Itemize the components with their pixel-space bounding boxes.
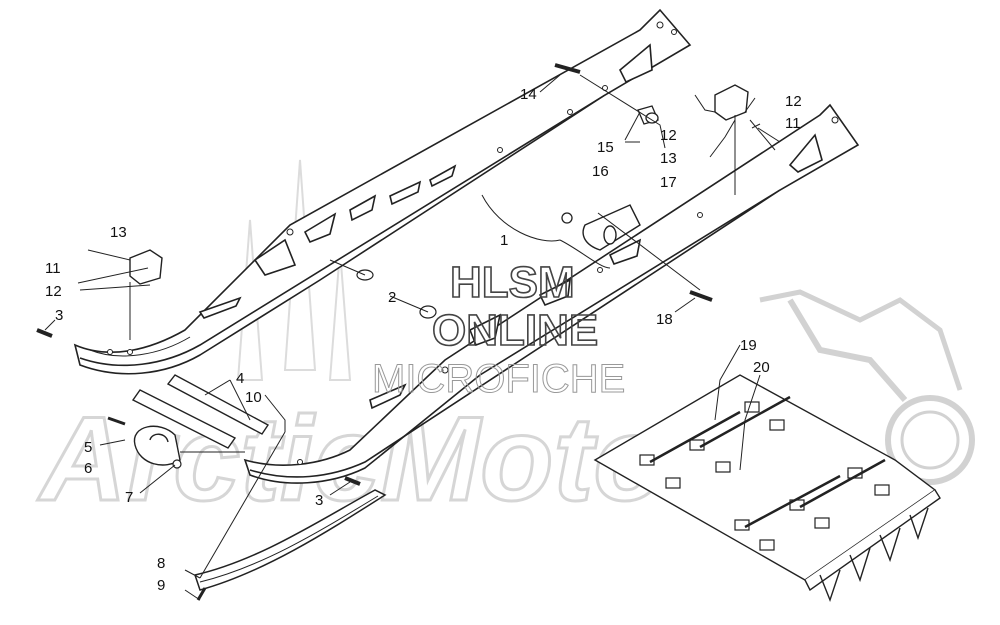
- callout-11-front: 11: [785, 115, 801, 132]
- track-studs-20: [639, 401, 890, 551]
- nut-16: [561, 212, 573, 224]
- leader-lines: [44, 74, 781, 601]
- callout-14: 14: [520, 86, 537, 103]
- bolt-14: [554, 63, 581, 74]
- bolt-18: [689, 290, 713, 302]
- callout-11-rear: 11: [45, 260, 61, 277]
- left-rail-holes: [107, 21, 677, 355]
- callout-12-rear: 12: [45, 283, 62, 300]
- callout-18: 18: [656, 311, 673, 328]
- callout-5: 5: [84, 439, 92, 456]
- callout-1: 1: [500, 232, 508, 249]
- brand-watermark: [759, 289, 975, 485]
- watermark-line2: ONLINE: [432, 306, 598, 355]
- bolt-5: [107, 416, 126, 426]
- bolt-3b: [344, 476, 361, 486]
- callout-4: 4: [236, 370, 244, 387]
- hyfax-slide: [194, 489, 387, 591]
- callout-12-mid: 12: [660, 127, 677, 144]
- callout-8: 8: [157, 555, 165, 572]
- callout-labels: 1 2 3 3 4 5 6 7 8 9 10 11 11 12 12 12 13…: [45, 86, 802, 594]
- callout-9: 9: [157, 577, 165, 594]
- callout-3-front: 3: [315, 492, 323, 509]
- right-slide-rail: [243, 103, 860, 484]
- nut-7: [172, 459, 182, 469]
- mount-bracket-17: [582, 204, 641, 251]
- callout-3-rear: 3: [55, 307, 63, 324]
- left-slide-rail: [73, 8, 692, 375]
- callout-20: 20: [753, 359, 770, 376]
- stop-block-13-front: [714, 84, 749, 121]
- stop-block-13-rear: [129, 249, 163, 285]
- callout-17: 17: [660, 174, 677, 191]
- cross-shafts: [131, 374, 270, 449]
- slide-screw: [196, 587, 207, 601]
- right-rail-holes: [297, 116, 839, 465]
- track-19: [593, 374, 941, 603]
- callout-7: 7: [125, 489, 133, 506]
- callout-16: 16: [592, 163, 609, 180]
- callout-12-front: 12: [785, 93, 802, 110]
- callout-2: 2: [388, 289, 396, 306]
- bolt-3a: [36, 328, 53, 338]
- rear-bumper-block: [133, 425, 181, 466]
- callout-10: 10: [245, 389, 262, 406]
- watermark-line1: HLSM: [450, 258, 575, 307]
- spacer-15: [637, 105, 659, 125]
- callout-6: 6: [84, 460, 92, 477]
- callout-15: 15: [597, 139, 614, 156]
- callout-13-rear: 13: [110, 224, 127, 241]
- callout-13-front: 13: [660, 150, 677, 167]
- watermark-line3: MICROFICHE: [372, 357, 625, 401]
- callout-19: 19: [740, 337, 757, 354]
